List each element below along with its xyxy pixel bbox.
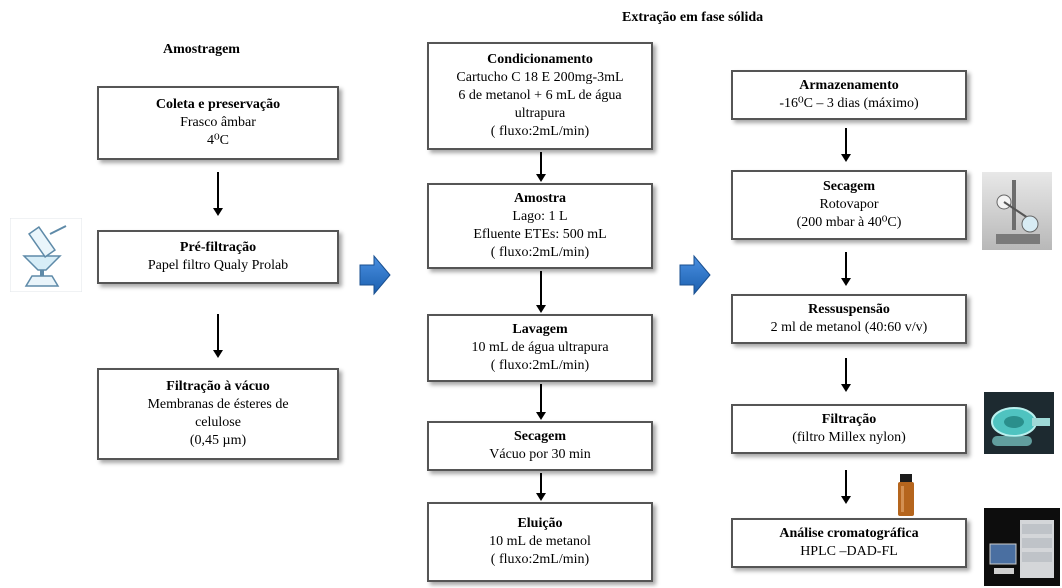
flow-arrow bbox=[840, 358, 852, 392]
flow-arrow bbox=[840, 470, 852, 504]
step-detail: ( fluxo:2mL/min) bbox=[490, 358, 590, 373]
step-detail: ( fluxo:2mL/min) bbox=[490, 124, 590, 139]
heading-amostragem: Amostragem bbox=[163, 42, 240, 57]
step-title: Lavagem bbox=[512, 322, 568, 337]
blue-flow-arrow-icon bbox=[679, 254, 711, 296]
flow-arrow bbox=[535, 152, 547, 182]
step-detail: Frasco âmbar bbox=[180, 115, 256, 130]
step-title: Filtração à vácuo bbox=[166, 379, 270, 394]
step-detail: 6 de metanol + 6 mL de água bbox=[458, 88, 622, 103]
amber-vial-icon bbox=[898, 474, 914, 516]
step-detail: 10 mL de água ultrapura bbox=[471, 340, 609, 355]
step-title: Secagem bbox=[822, 179, 876, 194]
step-detail: Lago: 1 L bbox=[512, 209, 568, 224]
step-title: Coleta e preservação bbox=[155, 97, 281, 112]
syringe-filter-icon bbox=[984, 392, 1054, 454]
step-title: Análise cromatográfica bbox=[779, 526, 919, 541]
step-detail: 4⁰C bbox=[207, 133, 229, 148]
step-secagem-vacuo: Secagem Vácuo por 30 min bbox=[427, 421, 653, 471]
heading-extracao: Extração em fase sólida bbox=[622, 10, 764, 25]
step-title: Filtração bbox=[821, 412, 877, 427]
step-detail: Papel filtro Qualy Prolab bbox=[147, 258, 289, 273]
step-armazenamento: Armazenamento -16⁰C – 3 dias (máximo) bbox=[731, 70, 967, 120]
flow-arrow bbox=[212, 172, 224, 216]
step-detail: 10 mL de metanol bbox=[489, 534, 591, 549]
step-filtracao-millex: Filtração (filtro Millex nylon) bbox=[731, 404, 967, 454]
flow-arrow bbox=[212, 314, 224, 358]
step-ressuspensao: Ressuspensão 2 ml de metanol (40:60 v/v) bbox=[731, 294, 967, 344]
step-detail: (filtro Millex nylon) bbox=[792, 430, 906, 445]
step-filtracao-vacuo: Filtração à vácuo Membranas de ésteres d… bbox=[97, 368, 339, 460]
step-title: Eluição bbox=[517, 516, 563, 531]
step-detail: HPLC –DAD-FL bbox=[800, 544, 898, 559]
step-detail: ( fluxo:2mL/min) bbox=[490, 245, 590, 260]
hplc-instrument-icon bbox=[984, 508, 1060, 586]
step-detail: Rotovapor bbox=[819, 197, 879, 212]
step-title: Condicionamento bbox=[487, 52, 593, 67]
step-detail: (200 mbar à 40⁰C) bbox=[796, 215, 902, 230]
step-secagem-rotovapor: Secagem Rotovapor (200 mbar à 40⁰C) bbox=[731, 170, 967, 240]
step-lavagem: Lavagem 10 mL de água ultrapura ( fluxo:… bbox=[427, 314, 653, 382]
step-pre-filtracao: Pré-filtração Papel filtro Qualy Prolab bbox=[97, 230, 339, 284]
step-detail: ultrapura bbox=[514, 106, 566, 121]
step-condicionamento: Condicionamento Cartucho C 18 E 200mg-3m… bbox=[427, 42, 653, 150]
step-coleta-preservacao: Coleta e preservação Frasco âmbar 4⁰C bbox=[97, 86, 339, 160]
filter-funnel-icon bbox=[10, 218, 82, 292]
step-detail: Membranas de ésteres de bbox=[147, 397, 289, 412]
step-title: Amostra bbox=[513, 191, 567, 206]
step-detail: celulose bbox=[195, 415, 241, 430]
step-detail: Vácuo por 30 min bbox=[489, 447, 591, 462]
flow-arrow bbox=[535, 271, 547, 313]
step-detail: ( fluxo:2mL/min) bbox=[490, 552, 590, 567]
flow-arrow bbox=[535, 384, 547, 420]
flow-arrow bbox=[840, 128, 852, 162]
step-eluicao: Eluição 10 mL de metanol ( fluxo:2mL/min… bbox=[427, 502, 653, 582]
step-title: Pré-filtração bbox=[179, 240, 257, 255]
step-detail: -16⁰C – 3 dias (máximo) bbox=[779, 96, 919, 111]
step-detail: Cartucho C 18 E 200mg-3mL bbox=[456, 70, 624, 85]
blue-flow-arrow-icon bbox=[359, 254, 391, 296]
flow-arrow bbox=[535, 473, 547, 501]
step-title: Secagem bbox=[513, 429, 567, 444]
step-title: Ressuspensão bbox=[808, 302, 890, 317]
rotavapor-icon bbox=[982, 172, 1052, 250]
step-detail: 2 ml de metanol (40:60 v/v) bbox=[770, 320, 928, 335]
step-analise-cromatografica: Análise cromatográfica HPLC –DAD-FL bbox=[731, 518, 967, 568]
step-detail: Efluente ETEs: 500 mL bbox=[473, 227, 607, 242]
step-title: Armazenamento bbox=[799, 78, 899, 93]
flow-arrow bbox=[840, 252, 852, 286]
step-amostra: Amostra Lago: 1 L Efluente ETEs: 500 mL … bbox=[427, 183, 653, 269]
step-detail: (0,45 µm) bbox=[189, 433, 247, 448]
